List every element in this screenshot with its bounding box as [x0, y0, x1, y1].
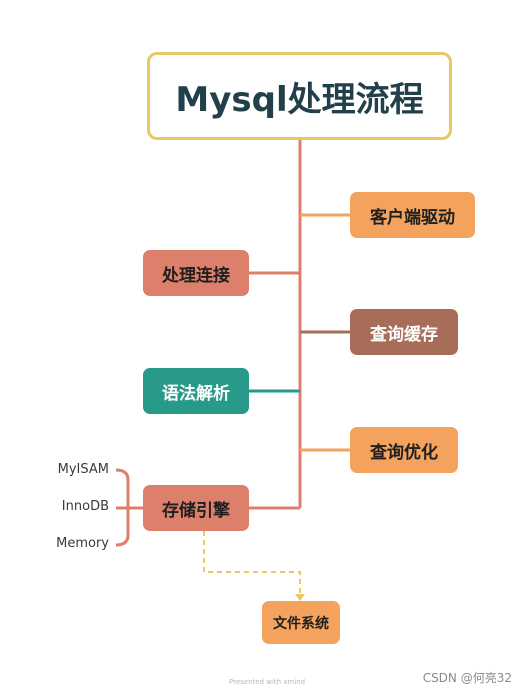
dashed-link-arrowhead [295, 594, 305, 601]
node-query-optimization[interactable]: 查询优化 [350, 427, 458, 473]
csdn-watermark: CSDN @何亮32 [422, 671, 512, 685]
node-query-cache[interactable]: 查询缓存 [350, 309, 458, 355]
root-node[interactable]: Mysql处理流程 [147, 52, 452, 140]
subnode-innodb[interactable]: InnoDB [61, 499, 109, 514]
node-file-system[interactable]: 文件系统 [262, 601, 340, 644]
subnode-memory[interactable]: Memory [56, 536, 109, 551]
node-syntax-parsing[interactable]: 语法解析 [143, 368, 249, 414]
node-storage-engine[interactable]: 存储引擎 [143, 485, 249, 531]
node-client-driver[interactable]: 客户端驱动 [350, 192, 475, 238]
xmind-footer: Presented with xmind [229, 678, 306, 686]
subnode-myisam[interactable]: MyISAM [57, 462, 109, 477]
node-connection-handling[interactable]: 处理连接 [143, 250, 249, 296]
dashed-link-filesystem [203, 531, 301, 595]
storage-children-bracket [115, 468, 143, 547]
